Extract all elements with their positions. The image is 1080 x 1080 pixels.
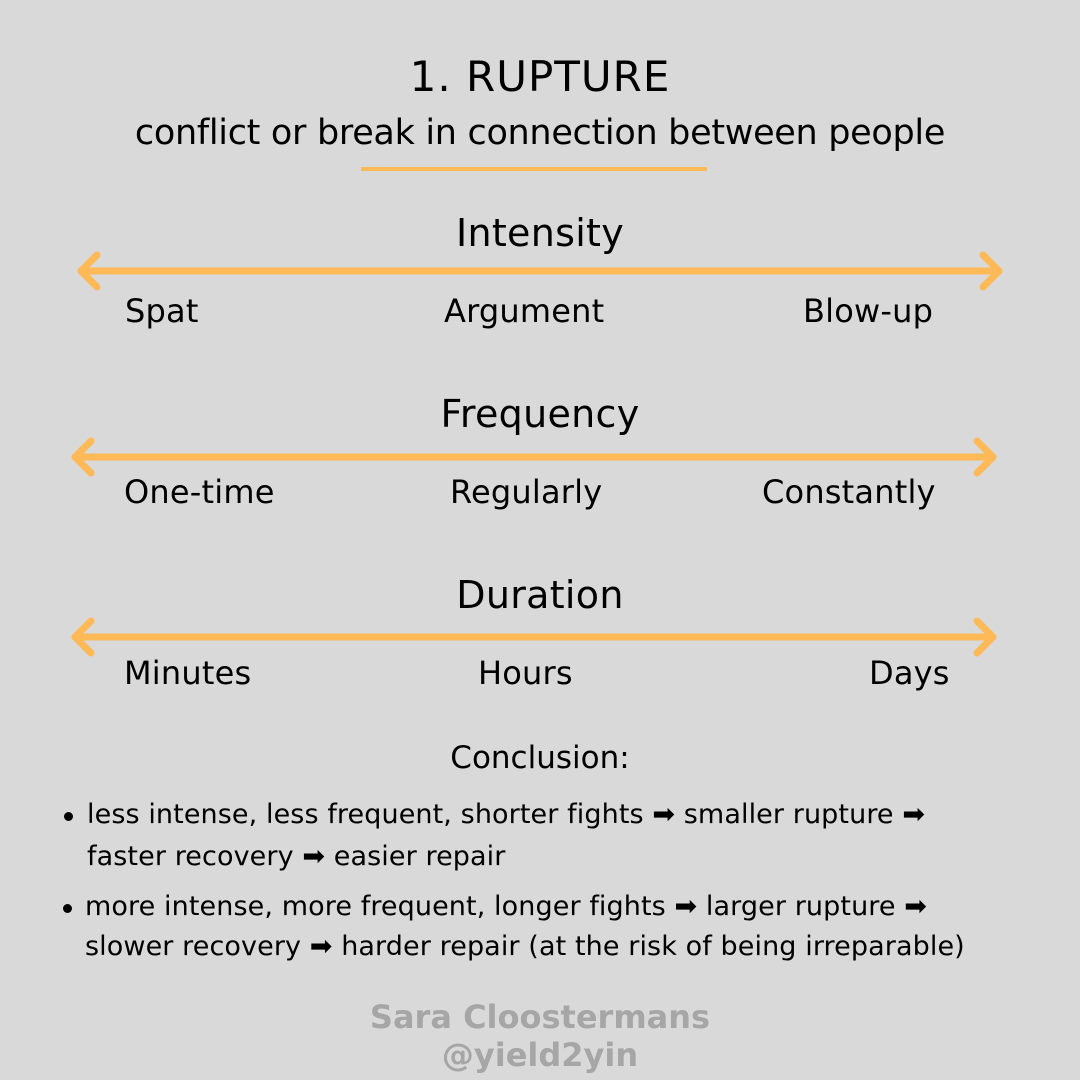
page-subtitle: conflict or break in connection between …	[134, 113, 946, 153]
scale-label-high: Blow-up	[803, 292, 934, 330]
scale-label-low: One-time	[124, 473, 275, 511]
scale-title-intensity: Intensity	[455, 211, 625, 255]
scale-label-mid: Hours	[478, 654, 573, 692]
author-name: Sara Cloostermans	[369, 998, 711, 1036]
scale-label-low: Minutes	[124, 654, 252, 692]
scale-label-mid: Argument	[444, 292, 605, 330]
scale-label-low: Spat	[125, 292, 199, 330]
scale-title-frequency: Frequency	[440, 392, 640, 436]
title-underline-divider	[361, 167, 707, 171]
bullet-icon	[64, 812, 73, 821]
conclusion-heading: Conclusion:	[450, 740, 630, 776]
conclusion-bullet-1-line-2: faster recovery ➡ easier repair	[87, 841, 506, 872]
author-handle: @yield2yin	[441, 1036, 639, 1074]
bullet-icon	[63, 904, 72, 913]
conclusion-bullet-2-line-1: more intense, more frequent, longer figh…	[85, 891, 928, 922]
double-headed-arrow-icon	[71, 617, 997, 657]
double-headed-arrow-icon	[77, 251, 1003, 291]
scale-label-high: Constantly	[762, 473, 936, 511]
double-headed-arrow-icon	[71, 437, 997, 477]
scale-label-high: Days	[869, 654, 950, 692]
scale-label-mid: Regularly	[450, 473, 603, 511]
page-title: 1. RUPTURE	[409, 52, 671, 101]
scale-title-duration: Duration	[456, 573, 624, 617]
conclusion-bullet-2-line-2: slower recovery ➡ harder repair (at the …	[85, 931, 965, 962]
conclusion-bullet-1-line-1: less intense, less frequent, shorter fig…	[87, 799, 926, 830]
